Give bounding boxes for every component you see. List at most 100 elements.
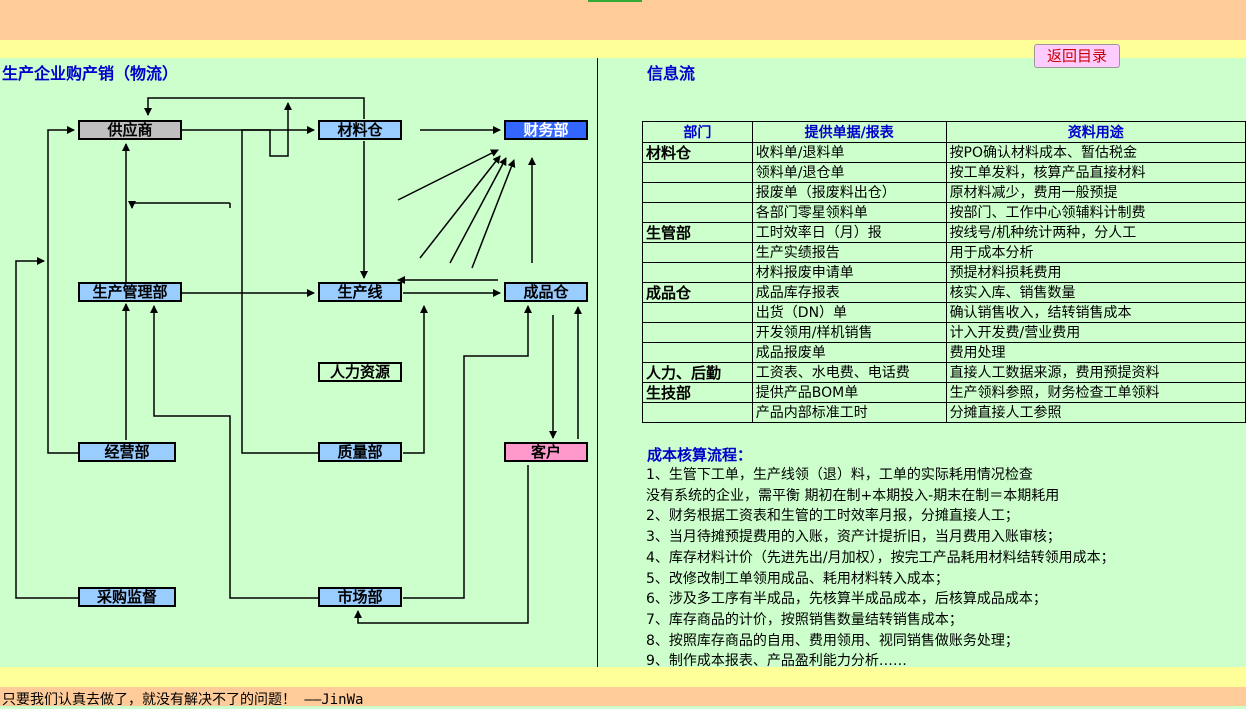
left-title: 生产企业购产销（物流） (2, 64, 179, 83)
cell-dept (642, 342, 753, 363)
cell-dept: 成品仓 (642, 282, 753, 303)
table-row: 出货（DN）单确认销售收入，结转销售成本 (642, 302, 1246, 323)
cell-dept (642, 202, 753, 223)
edge-diag-4 (471, 159, 516, 269)
cell-dept (642, 262, 753, 283)
edge-diag-2 (419, 155, 501, 259)
cost-flow-step: 3、当月待摊预提费用的入账，资产计提折旧，当月费用入账审核； (646, 529, 1061, 546)
edge-quality-line (403, 305, 428, 454)
cost-flow-step: 4、库存材料计价（先进先出/月加权），按完工产品耗用材料结转领用成本； (646, 549, 1115, 566)
table-row: 生管部工时效率日（月）报按线号/机种统计两种，分人工 (642, 222, 1246, 243)
cell-doc: 工资表、水电费、电话费 (751, 362, 947, 383)
cell-dept: 人力、后勤 (642, 362, 753, 383)
node-market: 市场部 (318, 587, 402, 607)
node-warehouse: 材料仓 (318, 120, 402, 140)
cell-use: 直接人工数据来源，费用预提资料 (945, 362, 1246, 383)
cost-flow-steps: 1、生管下工单，生产线领（退）料，工单的实际耗用情况检查没有系统的企业，需平衡 … (646, 465, 1115, 672)
cost-flow-step: 2、财务根据工资表和生管的工时效率月报，分摊直接人工； (646, 508, 1019, 525)
edge-customer-market (354, 465, 529, 624)
node-supplier: 供应商 (78, 120, 182, 140)
cell-doc: 领料单/退仓单 (751, 162, 947, 183)
cell-doc: 出货（DN）单 (751, 302, 947, 323)
cell-doc: 产品内部标准工时 (751, 402, 947, 423)
header-yellow-band (0, 40, 1246, 58)
cell-dept (642, 242, 753, 263)
footer-yellow-band (0, 667, 1246, 687)
footer-motto: 只要我们认真去做了，就没有解决不了的问题！ ——JinWa (2, 692, 364, 708)
cell-use: 分摊直接人工参照 (945, 402, 1246, 423)
table-row: 领料单/退仓单按工单发料，核算产品直接材料 (642, 162, 1246, 183)
header-band (0, 0, 1246, 40)
cell-use: 按PO确认材料成本、暂估税金 (945, 142, 1246, 163)
cost-flow-title: 成本核算流程： (647, 446, 753, 464)
edge-market-mgmt (150, 305, 318, 599)
node-customer: 客户 (504, 442, 588, 462)
cost-flow-step: 6、涉及多工序有半成品，先核算半成品成本，后核算成品成本； (646, 591, 1047, 608)
edge-business-supplier (47, 126, 78, 454)
cell-dept: 生技部 (642, 382, 753, 403)
node-finished-goods: 成品仓 (504, 282, 588, 302)
edge-quality-top (241, 102, 318, 454)
cell-use: 按工单发料，核算产品直接材料 (945, 162, 1246, 183)
edge-warehouse-supplier (144, 97, 365, 119)
cell-dept (642, 162, 753, 183)
cell-doc: 成品库存报表 (751, 282, 947, 303)
cost-flow-step: 7、库存商品的计价，按照销售数量结转销售成本； (646, 611, 963, 628)
header-dept: 部门 (642, 121, 753, 143)
cell-use: 预提材料损耗费用 (945, 262, 1246, 283)
header-marker (588, 0, 642, 2)
node-quality: 质量部 (318, 442, 402, 462)
table-row: 成品仓成品库存报表核实入库、销售数量 (642, 282, 1246, 303)
cell-dept (642, 322, 753, 343)
cell-doc: 生产实绩报告 (751, 242, 947, 263)
table-row: 各部门零星领料单按部门、工作中心领辅料计制费 (642, 202, 1246, 223)
cost-flow-step: 8、按照库存商品的自用、费用领用、视同销售做账务处理； (646, 632, 1019, 649)
header-doc: 提供单据/报表 (751, 121, 947, 143)
cell-use: 确认销售收入，结转销售成本 (945, 302, 1246, 323)
cell-dept (642, 182, 753, 203)
right-title: 信息流 (647, 64, 696, 83)
cell-use: 核实入库、销售数量 (945, 282, 1246, 303)
cell-use: 生产领料参照，财务检查工单领料 (945, 382, 1246, 403)
flow-diagram-arrows (15, 97, 582, 624)
cell-use: 原材料减少，费用一般预提 (945, 182, 1246, 203)
info-flow-table: 部门 提供单据/报表 资料用途 材料仓收料单/退料单按PO确认材料成本、暂估税金… (642, 121, 1246, 423)
return-to-menu-button[interactable]: 返回目录 (1034, 44, 1120, 68)
node-finance: 财务部 (504, 120, 588, 140)
cell-dept (642, 302, 753, 323)
cell-doc: 材料报废申请单 (751, 262, 947, 283)
table-row: 材料仓收料单/退料单按PO确认材料成本、暂估税金 (642, 142, 1246, 163)
table-row: 人力、后勤工资表、水电费、电话费直接人工数据来源，费用预提资料 (642, 362, 1246, 383)
table-row: 材料报废申请单预提材料损耗费用 (642, 262, 1246, 283)
node-purchasing: 采购监督 (78, 587, 176, 607)
cell-use: 费用处理 (945, 342, 1246, 363)
edge-diag-1 (397, 149, 499, 201)
cell-use: 计入开发费/营业费用 (945, 322, 1246, 343)
table-header-row: 部门 提供单据/报表 资料用途 (642, 121, 1246, 143)
node-hr: 人力资源 (318, 362, 402, 382)
cell-dept: 材料仓 (642, 142, 753, 163)
cell-doc: 各部门零星领料单 (751, 202, 947, 223)
edge-to-supplier-mid (128, 201, 230, 209)
cell-doc: 报废单（报废料出仓） (751, 182, 947, 203)
column-divider (597, 58, 598, 667)
cost-flow-step: 9、制作成本报表、产品盈利能力分析…… (646, 653, 907, 670)
cell-use: 按线号/机种统计两种，分人工 (945, 222, 1246, 243)
node-production-mgmt: 生产管理部 (78, 282, 182, 302)
cell-use: 用于成本分析 (945, 242, 1246, 263)
footer-band (0, 687, 1246, 706)
cell-doc: 工时效率日（月）报 (751, 222, 947, 243)
cost-flow-step: 1、生管下工单，生产线领（退）料，工单的实际耗用情况检查 (646, 467, 1033, 483)
cell-dept: 生管部 (642, 222, 753, 243)
node-production-line: 生产线 (318, 282, 402, 302)
edge-market-finished (403, 305, 532, 599)
cell-doc: 成品报废单 (751, 342, 947, 363)
table-row: 报废单（报废料出仓）原材料减少，费用一般预提 (642, 182, 1246, 203)
edge-diag-3 (449, 157, 507, 264)
table-row: 产品内部标准工时分摊直接人工参照 (642, 402, 1246, 423)
cell-use: 按部门、工作中心领辅料计制费 (945, 202, 1246, 223)
cost-flow-step: 没有系统的企业，需平衡 期初在制+本期投入-期末在制＝本期耗用 (646, 487, 1060, 504)
cell-doc: 提供产品BOM单 (751, 382, 947, 403)
edge-purchasing-mgmt (15, 257, 78, 599)
cell-doc: 开发领用/样机销售 (751, 322, 947, 343)
